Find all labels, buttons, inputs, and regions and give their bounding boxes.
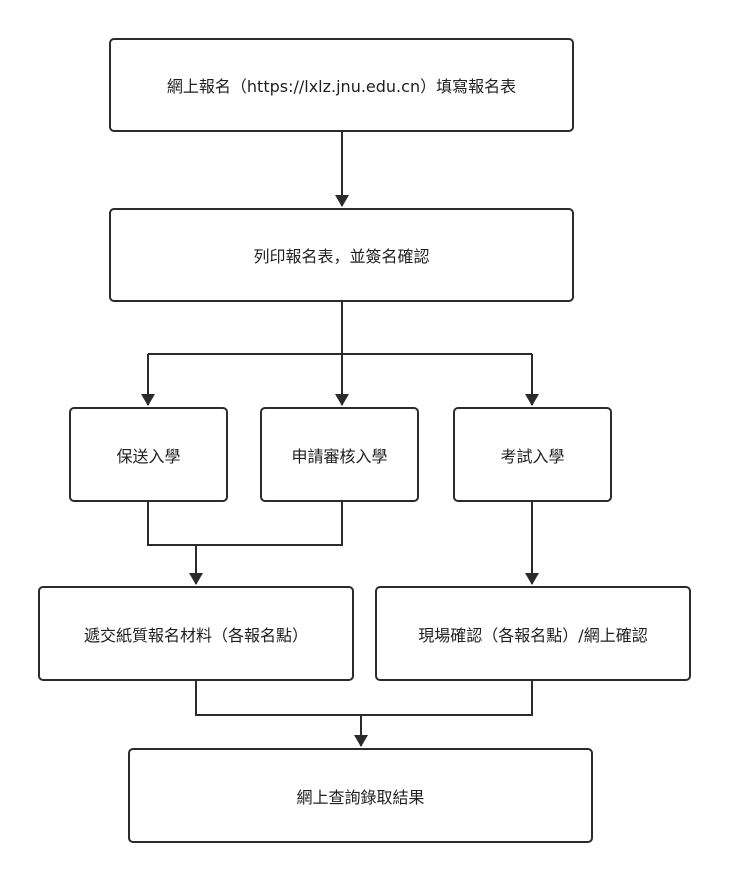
node-label: 現場確認（各報名點）/網上確認 <box>418 625 648 645</box>
node-label: 網上報名（https://lxlz.jnu.edu.cn）填寫報名表 <box>166 77 517 96</box>
node-recommended-admission: 保送入學 <box>69 407 228 502</box>
node-check-admission-results: 網上查詢錄取結果 <box>128 748 593 843</box>
node-online-registration: 網上報名（https://lxlz.jnu.edu.cn）填寫報名表 <box>109 38 574 132</box>
node-label: 網上查詢錄取結果 <box>296 787 425 807</box>
node-print-sign-form: 列印報名表，並簽名確認 <box>109 208 574 302</box>
node-label: 列印報名表，並簽名確認 <box>253 247 430 266</box>
node-label: 申請審核入學 <box>291 446 388 466</box>
edge-n6-n8 <box>195 681 533 716</box>
node-label: 遞交紙質報名材料（各報名點） <box>83 625 308 645</box>
node-label: 保送入學 <box>116 446 181 466</box>
node-exam-admission: 考試入學 <box>453 407 612 502</box>
edge-n3-n6 <box>147 502 343 546</box>
node-onsite-online-confirmation: 現場確認（各報名點）/網上確認 <box>375 586 691 681</box>
node-submit-paper-materials: 遞交紙質報名材料（各報名點） <box>38 586 354 681</box>
node-application-review-admission: 申請審核入學 <box>260 407 419 502</box>
node-label: 考試入學 <box>500 446 565 466</box>
